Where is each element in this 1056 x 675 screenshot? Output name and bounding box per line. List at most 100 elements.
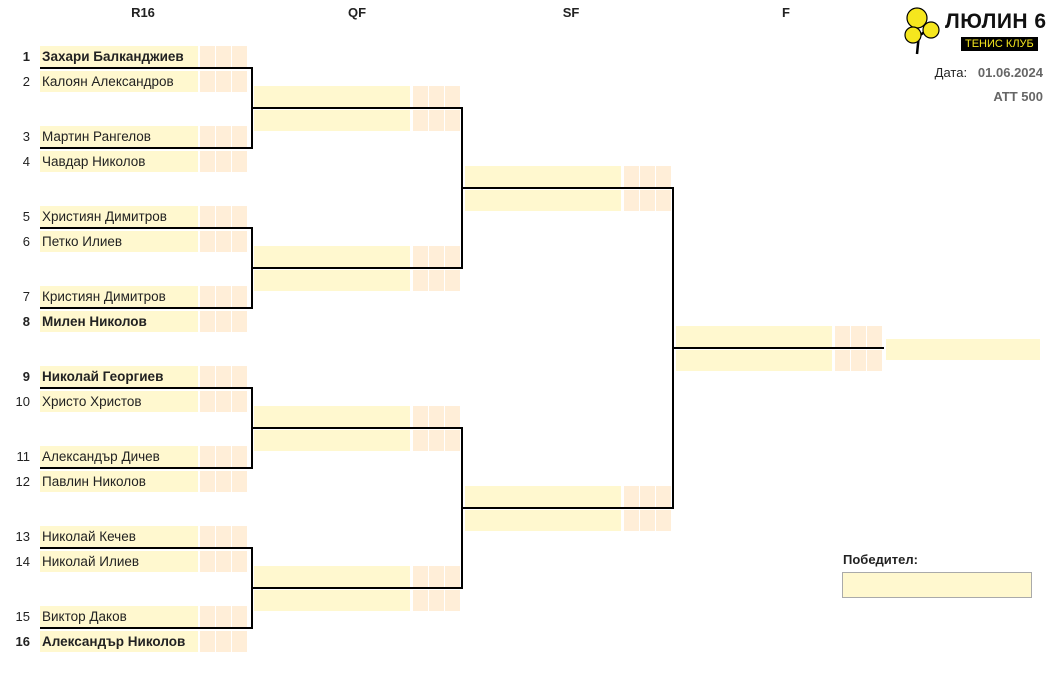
score-cell[interactable]	[429, 566, 444, 587]
player-slot[interactable]	[465, 486, 621, 507]
player-slot[interactable]	[465, 510, 621, 531]
score-cell[interactable]	[232, 231, 247, 252]
score-cell[interactable]	[867, 326, 882, 347]
score-cell[interactable]	[413, 86, 428, 107]
score-cell[interactable]	[232, 526, 247, 547]
score-cell[interactable]	[429, 430, 444, 451]
player-name[interactable]: Християн Димитров	[40, 206, 198, 227]
champion-slot[interactable]	[886, 339, 1040, 360]
player-slot[interactable]	[254, 406, 410, 427]
score-cell[interactable]	[835, 350, 850, 371]
player-name[interactable]: Чавдар Николов	[40, 151, 198, 172]
score-cell[interactable]	[429, 590, 444, 611]
score-cell[interactable]	[216, 46, 231, 67]
score-cell[interactable]	[216, 551, 231, 572]
player-slot[interactable]	[254, 590, 410, 611]
player-slot[interactable]	[465, 166, 621, 187]
score-cell[interactable]	[216, 126, 231, 147]
score-cell[interactable]	[216, 151, 231, 172]
score-cell[interactable]	[232, 446, 247, 467]
score-cell[interactable]	[216, 631, 231, 652]
score-cell[interactable]	[200, 446, 215, 467]
score-cell[interactable]	[200, 206, 215, 227]
score-cell[interactable]	[429, 86, 444, 107]
player-slot[interactable]	[254, 270, 410, 291]
score-cell[interactable]	[200, 151, 215, 172]
score-cell[interactable]	[445, 110, 460, 131]
score-cell[interactable]	[640, 486, 655, 507]
score-cell[interactable]	[413, 110, 428, 131]
player-name[interactable]: Мартин Рангелов	[40, 126, 198, 147]
score-cell[interactable]	[200, 126, 215, 147]
player-name[interactable]: Виктор Даков	[40, 606, 198, 627]
player-name[interactable]: Николай Кечев	[40, 526, 198, 547]
score-cell[interactable]	[445, 566, 460, 587]
player-name[interactable]: Александър Дичев	[40, 446, 198, 467]
score-cell[interactable]	[429, 110, 444, 131]
score-cell[interactable]	[232, 551, 247, 572]
score-cell[interactable]	[232, 46, 247, 67]
score-cell[interactable]	[867, 350, 882, 371]
score-cell[interactable]	[640, 166, 655, 187]
score-cell[interactable]	[445, 86, 460, 107]
score-cell[interactable]	[232, 471, 247, 492]
score-cell[interactable]	[413, 246, 428, 267]
score-cell[interactable]	[835, 326, 850, 347]
player-name[interactable]: Калоян Александров	[40, 71, 198, 92]
score-cell[interactable]	[413, 270, 428, 291]
score-cell[interactable]	[232, 71, 247, 92]
player-slot[interactable]	[254, 246, 410, 267]
score-cell[interactable]	[413, 590, 428, 611]
score-cell[interactable]	[216, 446, 231, 467]
score-cell[interactable]	[445, 430, 460, 451]
player-name[interactable]: Захари Балканджиев	[40, 46, 198, 67]
score-cell[interactable]	[216, 366, 231, 387]
score-cell[interactable]	[624, 510, 639, 531]
score-cell[interactable]	[445, 270, 460, 291]
score-cell[interactable]	[429, 246, 444, 267]
score-cell[interactable]	[232, 286, 247, 307]
score-cell[interactable]	[851, 350, 866, 371]
player-name[interactable]: Павлин Николов	[40, 471, 198, 492]
player-slot[interactable]	[676, 326, 832, 347]
score-cell[interactable]	[445, 590, 460, 611]
winner-field[interactable]	[842, 572, 1032, 598]
player-slot[interactable]	[254, 430, 410, 451]
score-cell[interactable]	[200, 286, 215, 307]
score-cell[interactable]	[200, 631, 215, 652]
score-cell[interactable]	[232, 631, 247, 652]
player-slot[interactable]	[254, 566, 410, 587]
score-cell[interactable]	[413, 430, 428, 451]
score-cell[interactable]	[216, 311, 231, 332]
score-cell[interactable]	[200, 551, 215, 572]
score-cell[interactable]	[200, 311, 215, 332]
score-cell[interactable]	[413, 566, 428, 587]
score-cell[interactable]	[216, 231, 231, 252]
score-cell[interactable]	[200, 526, 215, 547]
score-cell[interactable]	[232, 206, 247, 227]
player-name[interactable]: Христо Христов	[40, 391, 198, 412]
score-cell[interactable]	[216, 391, 231, 412]
score-cell[interactable]	[216, 206, 231, 227]
score-cell[interactable]	[656, 190, 671, 211]
player-name[interactable]: Николай Илиев	[40, 551, 198, 572]
score-cell[interactable]	[624, 486, 639, 507]
player-name[interactable]: Николай Георгиев	[40, 366, 198, 387]
score-cell[interactable]	[851, 326, 866, 347]
score-cell[interactable]	[232, 151, 247, 172]
score-cell[interactable]	[200, 231, 215, 252]
score-cell[interactable]	[624, 166, 639, 187]
score-cell[interactable]	[413, 406, 428, 427]
score-cell[interactable]	[656, 510, 671, 531]
score-cell[interactable]	[640, 510, 655, 531]
score-cell[interactable]	[429, 270, 444, 291]
player-slot[interactable]	[254, 86, 410, 107]
player-slot[interactable]	[254, 110, 410, 131]
score-cell[interactable]	[216, 526, 231, 547]
score-cell[interactable]	[656, 486, 671, 507]
player-name[interactable]: Александър Николов	[40, 631, 198, 652]
score-cell[interactable]	[200, 366, 215, 387]
score-cell[interactable]	[232, 391, 247, 412]
score-cell[interactable]	[200, 606, 215, 627]
score-cell[interactable]	[200, 46, 215, 67]
